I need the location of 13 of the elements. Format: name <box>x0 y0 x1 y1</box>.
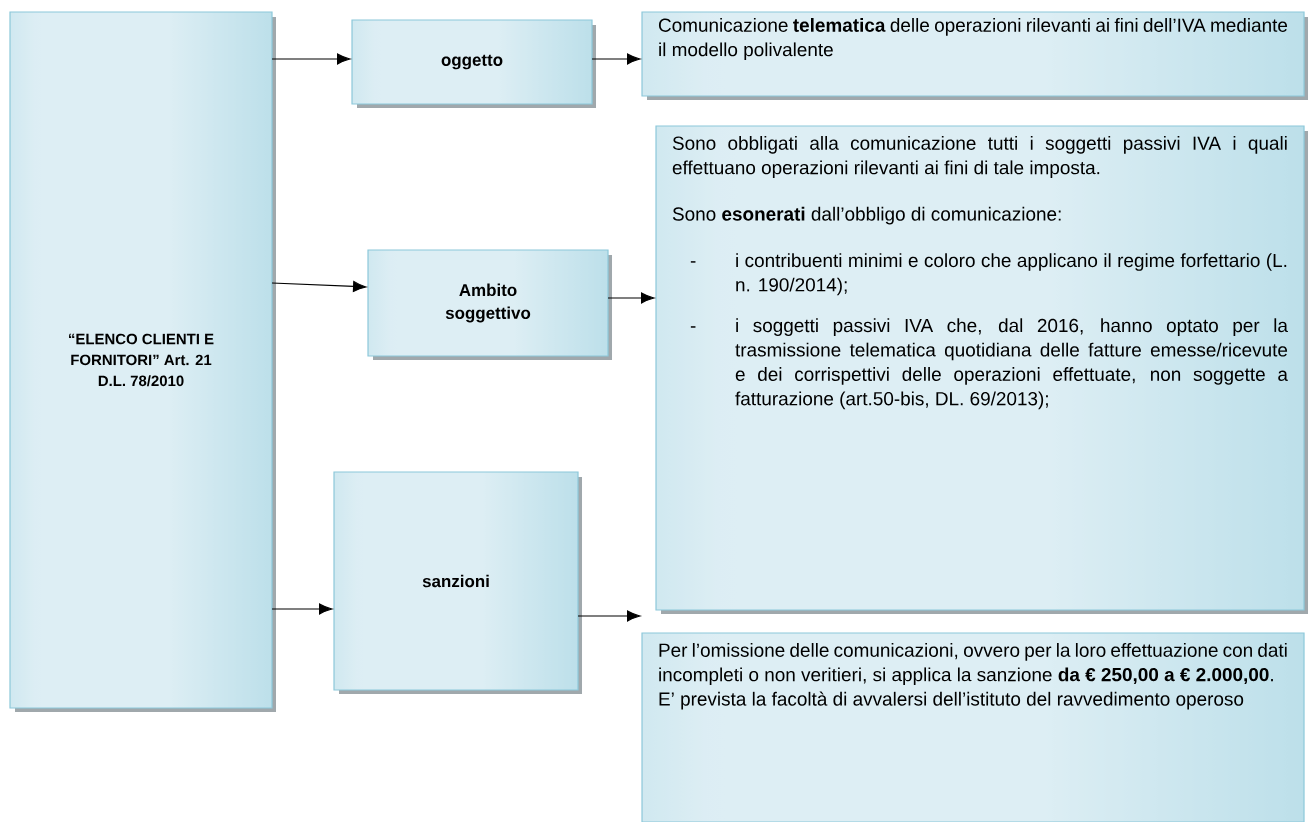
arrow <box>591 53 641 65</box>
topic-box: oggetto <box>351 19 596 108</box>
arrow <box>271 280 367 292</box>
arrow <box>607 292 655 304</box>
description-box: Per l’omissione delle comunicazioni, ovvero per la loro effettuazione con dati incompleti o non veritieri, si applica la sanzione da € 250,00 a € 2.000,00. E’ prevista la facoltà di avvalersi dell’istituto del ravvedimento operoso <box>641 632 1305 822</box>
topic-box: sanzioni <box>333 471 582 694</box>
arrow <box>271 53 351 65</box>
title-box: “ELENCO CLIENTI E FORNITORI” Art. 21 D.L. 78/2010 <box>9 11 276 712</box>
topic-box: Ambito soggettivo <box>367 249 612 360</box>
arrow <box>577 610 641 622</box>
description-box: Sono obbligati alla comunicazione tutti i soggetti passivi IVA i quali effettuano operazioni rilevanti ai fini di tale imposta. Sono esonerati dall’obbligo di comunicazione: - i contribuenti minimi e coloro che applicano il regime forfettario (L. n. 190/2014); - i soggetti passivi IVA che, dal 2016, hanno optato per la trasmissione telematica quotidiana delle fatture emesse/ricevute e dei corrispettivi delle operazioni effettuate, non soggette a fatturazione (art.50-bis, DL. 69/2013); <box>655 125 1308 614</box>
description-box: Comunicazione telematica delle operazioni rilevanti ai fini dell’IVA mediante il modello polivalente <box>641 11 1308 100</box>
arrow <box>271 603 333 615</box>
